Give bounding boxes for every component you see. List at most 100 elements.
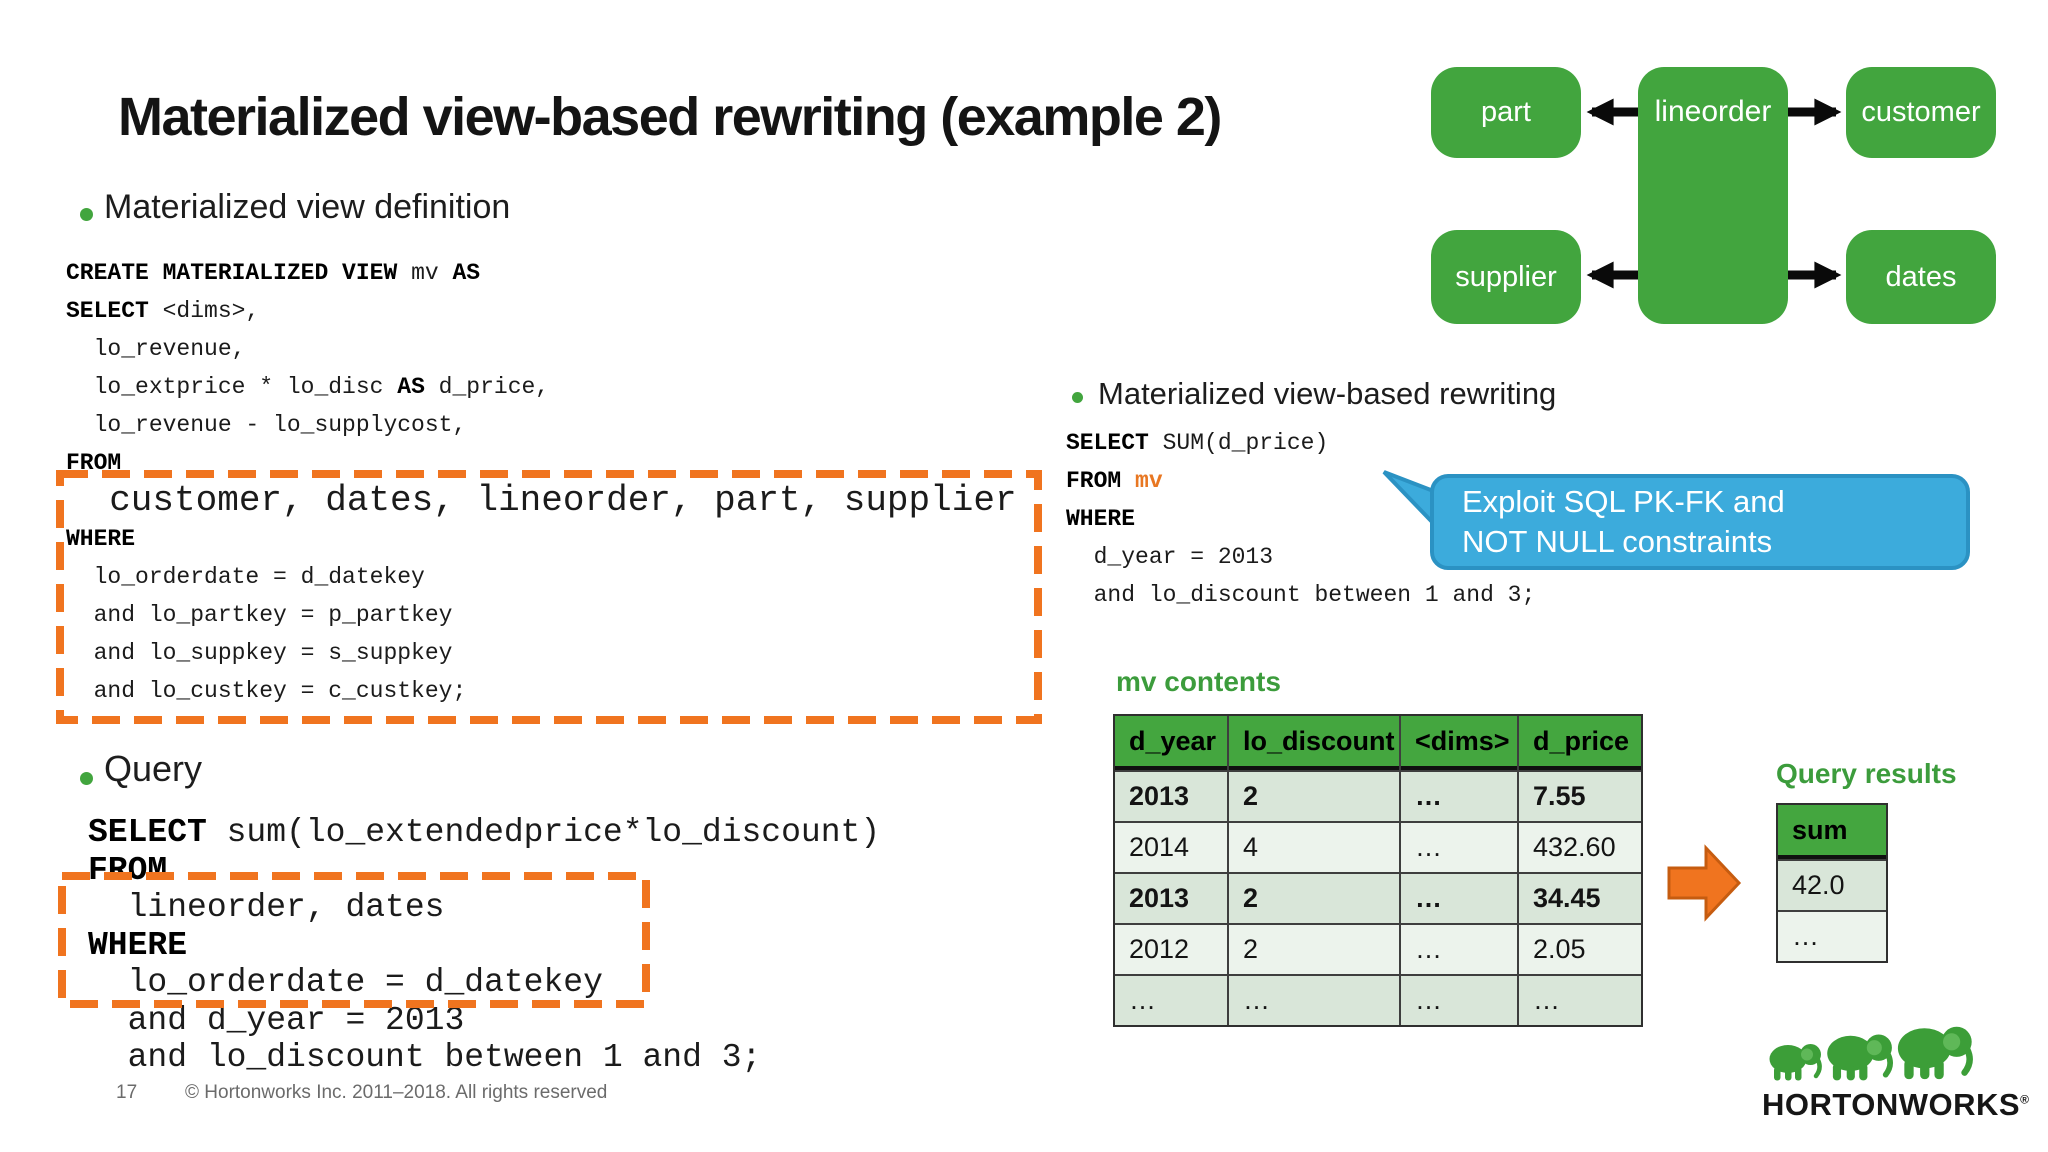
column-header: d_price (1519, 716, 1641, 770)
callout-text-line2: NOT NULL constraints (1462, 524, 1773, 559)
schema-node-part: part (1431, 67, 1581, 158)
sql-text: lo_revenue, (66, 336, 246, 362)
sql-keyword: SELECT (88, 814, 227, 851)
copyright-text: © Hortonworks Inc. 2011–2018. All rights… (185, 1082, 608, 1103)
table-cell: … (1401, 925, 1517, 974)
sql-keyword: AS (452, 260, 481, 286)
sql-text: lo_orderdate = d_datekey (66, 564, 425, 590)
table-cell: 2 (1229, 925, 1399, 974)
table-cell: 2.05 (1519, 925, 1641, 974)
sql-text: lo_extprice * lo_disc (66, 374, 398, 400)
column-header: sum (1778, 805, 1886, 859)
bullet-rewriting-label: Materialized view-based rewriting (1098, 376, 1557, 411)
sql-keyword: FROM (1066, 468, 1136, 494)
sql-text: and lo_discount between 1 and 3; (1066, 582, 1536, 608)
column-header: lo_discount (1229, 716, 1399, 770)
schema-arrows-icon (1586, 98, 1842, 289)
table-cell: 2014 (1115, 823, 1227, 872)
hortonworks-logo: HORTONWORKS® (1762, 1018, 2029, 1123)
sql-text: and lo_custkey = c_custkey; (66, 678, 467, 704)
code-line: FROM (66, 444, 1017, 482)
registered-mark: ® (2020, 1092, 2030, 1107)
logo-text: HORTONWORKS (1762, 1087, 2021, 1122)
schema-node-lineorder: lineorder (1638, 67, 1788, 324)
table-cell: … (1115, 976, 1227, 1025)
table-cell: 2 (1229, 874, 1399, 923)
table-cell: … (1401, 976, 1517, 1025)
mv-contents-title: mv contents (1116, 666, 1281, 697)
code-line: customer, dates, lineorder, part, suppli… (66, 480, 1017, 521)
bullet-icon (80, 208, 93, 221)
sql-text: customer, dates, lineorder, part, suppli… (66, 480, 1017, 521)
sql-keyword: FROM (88, 851, 168, 889)
schema-node-label: dates (1885, 260, 1957, 293)
code-line: FROM (88, 852, 880, 890)
table-cell: … (1778, 912, 1886, 961)
query-results-title: Query results (1776, 758, 1957, 789)
code-line: WHERE (1066, 500, 1535, 538)
code-query: SELECT sum(lo_extendedprice*lo_discount)… (88, 814, 880, 1077)
code-line: SELECT sum(lo_extendedprice*lo_discount) (88, 814, 880, 852)
sql-keyword: WHERE (88, 926, 188, 964)
sql-text: SUM(d_price) (1162, 430, 1329, 456)
sql-text: sum(lo_extendedprice*lo_discount) (226, 814, 881, 851)
table-cell: … (1401, 874, 1517, 923)
schema-node-label: part (1481, 96, 1531, 128)
sql-keyword: WHERE (66, 526, 136, 552)
sql-keyword: FROM (66, 450, 122, 476)
callout-text-line1: Exploit SQL PK-FK and (1462, 484, 1785, 519)
bullet-mv-definition-label: Materialized view definition (104, 188, 511, 226)
schema-node-supplier: supplier (1431, 230, 1581, 324)
table-cell: … (1401, 823, 1517, 872)
code-line: SELECT SUM(d_price) (1066, 424, 1535, 462)
code-line: WHERE (66, 520, 1017, 558)
code-line: FROM mv (1066, 462, 1535, 500)
code-line: lo_revenue - lo_supplycost, (66, 406, 1017, 444)
code-line: lo_orderdate = d_datekey (88, 964, 880, 1002)
sql-keyword: mv (1135, 468, 1163, 494)
sql-keyword: SELECT (1066, 430, 1163, 456)
table-cell: … (1519, 976, 1641, 1025)
slide-title: Materialized view-based rewriting (examp… (118, 87, 1222, 147)
sql-keyword: CREATE MATERIALIZED VIEW (66, 260, 412, 286)
code-line: lo_revenue, (66, 330, 1017, 368)
schema-node-customer: customer (1846, 67, 1996, 158)
sql-text: mv (411, 260, 453, 286)
code-mv-definition: CREATE MATERIALIZED VIEW mv AS SELECT <di… (66, 254, 1017, 710)
sql-keyword: WHERE (1066, 506, 1136, 532)
table-cell: 432.60 (1519, 823, 1641, 872)
code-line: lo_orderdate = d_datekey (66, 558, 1017, 596)
sql-keyword: SELECT (66, 298, 163, 324)
sql-text: <dims>, (162, 298, 260, 324)
schema-node-label: customer (1861, 96, 1981, 128)
bullet-icon (80, 772, 93, 785)
logo-wordmark: HORTONWORKS® (1762, 1087, 2029, 1123)
sql-text: lo_orderdate = d_datekey (88, 964, 603, 1001)
bullet-query-label: Query (104, 748, 203, 789)
table-cell: 2013 (1115, 772, 1227, 821)
schema-node-label: lineorder (1654, 95, 1772, 128)
sql-text: and d_year = 2013 (88, 1001, 465, 1039)
sql-text: lo_revenue - lo_supplycost, (66, 412, 467, 438)
code-line: WHERE (88, 927, 880, 965)
table-cell: 2012 (1115, 925, 1227, 974)
table-cell: … (1401, 772, 1517, 821)
code-line: lo_extprice * lo_disc AS d_price, (66, 368, 1017, 406)
code-line: and lo_partkey = p_partkey (66, 596, 1017, 634)
bullet-icon (1072, 392, 1083, 403)
code-line: and d_year = 2013 (88, 1002, 880, 1040)
sql-text: and lo_suppkey = s_suppkey (66, 640, 453, 666)
table-cell: 7.55 (1519, 772, 1641, 821)
table-cell: 4 (1229, 823, 1399, 872)
code-line: and lo_suppkey = s_suppkey (66, 634, 1017, 672)
sql-text: lineorder, dates (88, 889, 445, 926)
table-cell: … (1229, 976, 1399, 1025)
column-header: d_year (1115, 716, 1227, 770)
table-cell: 34.45 (1519, 874, 1641, 923)
code-line: and lo_discount between 1 and 3; (88, 1039, 880, 1077)
table-cell: 2013 (1115, 874, 1227, 923)
code-line: lineorder, dates (88, 889, 880, 927)
